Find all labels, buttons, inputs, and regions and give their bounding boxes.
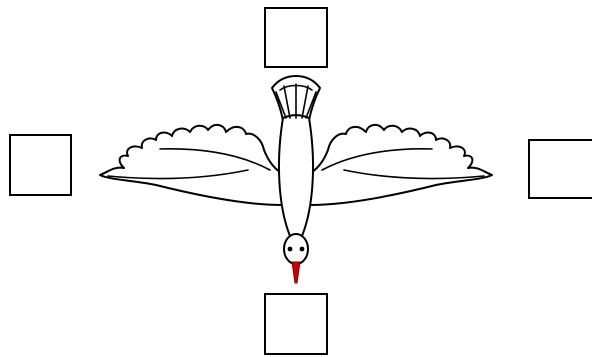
right-wing — [310, 125, 492, 205]
answer-box-right[interactable] — [528, 139, 592, 199]
answer-box-bottom[interactable] — [264, 293, 328, 355]
right-eye — [300, 247, 305, 252]
left-eye — [288, 247, 293, 252]
left-wing — [100, 125, 282, 205]
beak — [292, 262, 300, 283]
body — [279, 115, 313, 236]
answer-box-left[interactable] — [9, 134, 72, 196]
answer-box-top[interactable] — [264, 7, 328, 68]
